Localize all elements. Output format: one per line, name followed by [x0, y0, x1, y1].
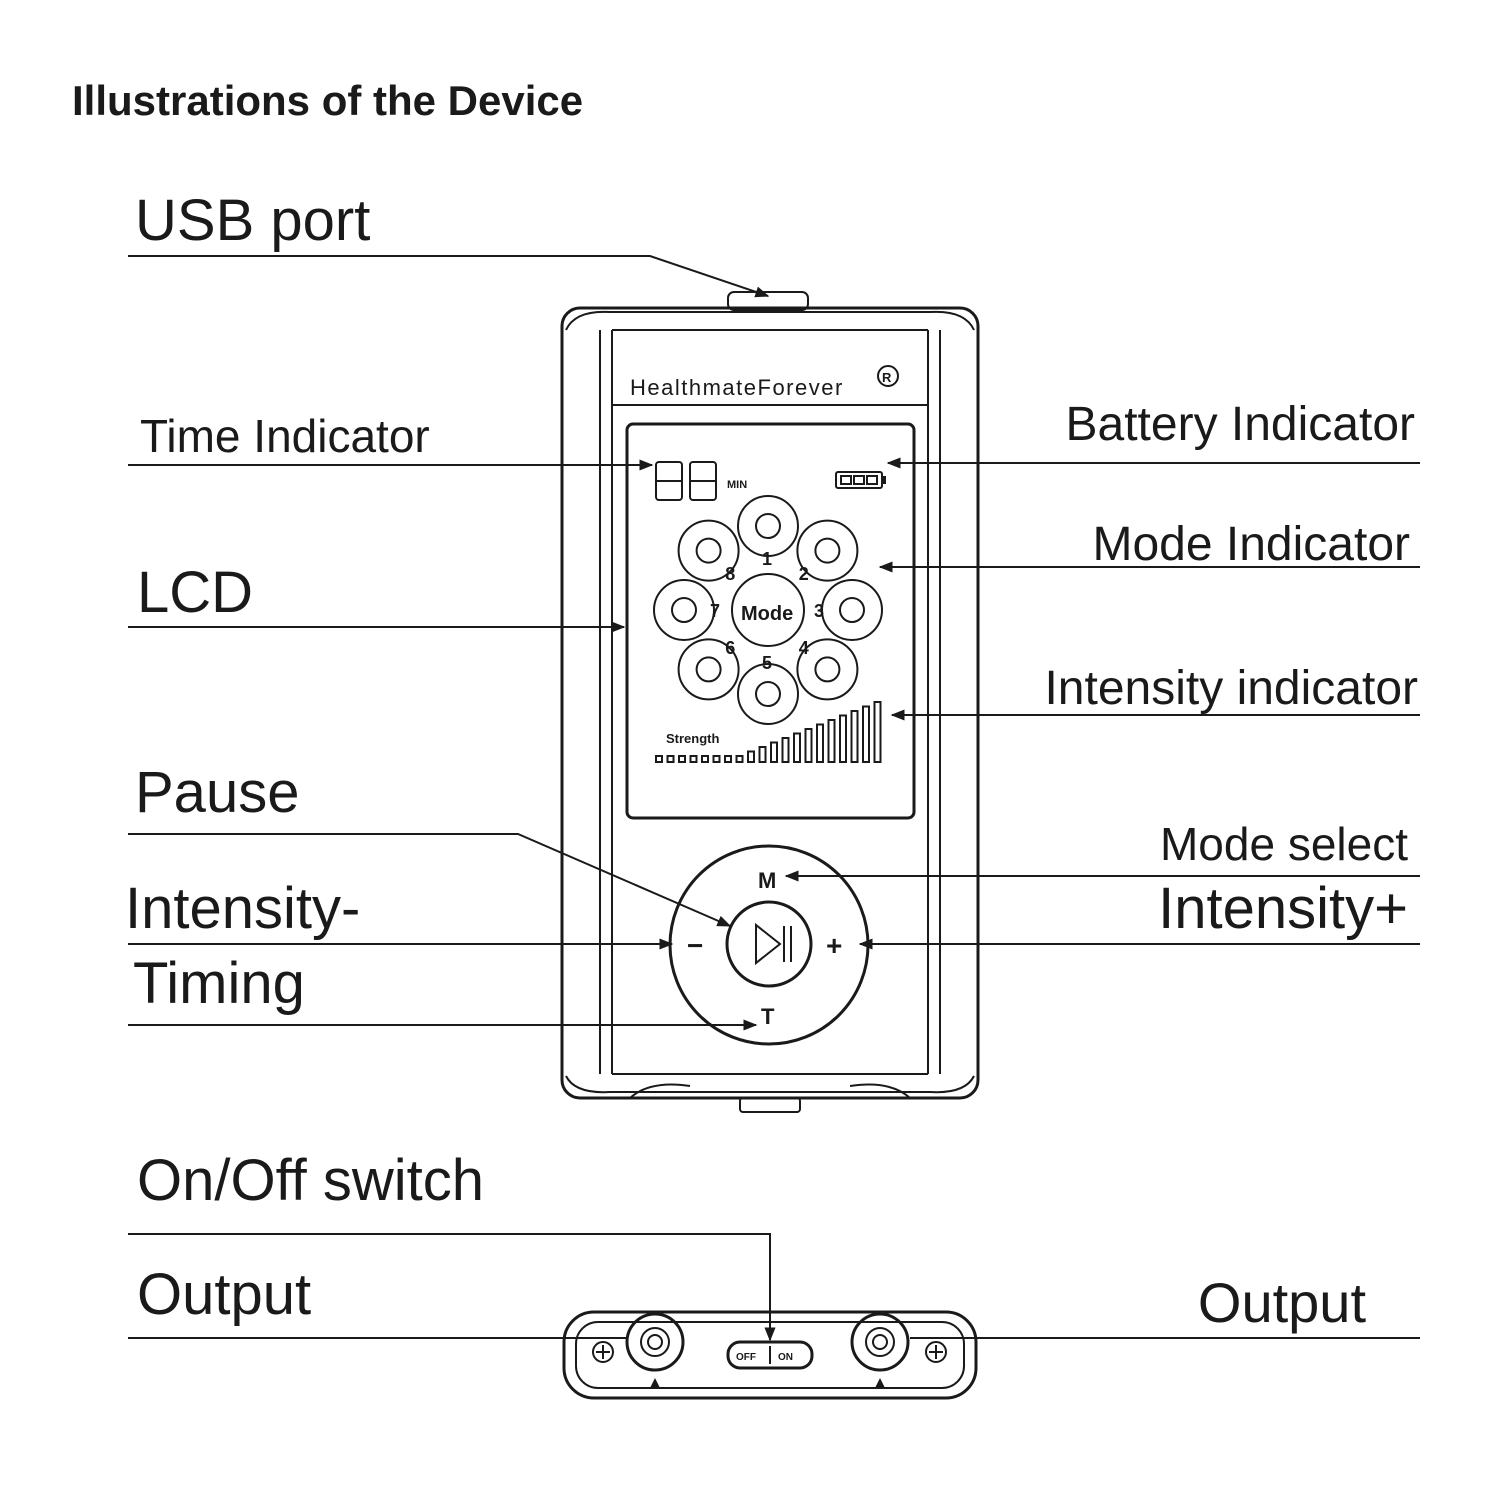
registered-mark: R	[882, 370, 892, 385]
label-timing: Timing	[133, 951, 305, 1016]
strength-bar	[758, 746, 767, 763]
time-digits-display	[655, 461, 717, 501]
timing-button[interactable]: T	[761, 1004, 775, 1029]
strength-bar	[712, 755, 721, 763]
label-usb-port: USB port	[135, 188, 370, 253]
mode-number: 8	[725, 564, 735, 584]
strength-bar	[862, 705, 870, 763]
mode-number: 6	[725, 638, 735, 658]
strength-bar	[827, 719, 836, 763]
play-pause-icon	[755, 922, 792, 966]
brand-name: HealthmateForever	[630, 375, 844, 400]
label-intensity-indicator: Intensity indicator	[1044, 662, 1418, 715]
mode-number: 2	[799, 564, 809, 584]
mode-number: 3	[814, 601, 824, 621]
strength-bar	[804, 728, 813, 763]
mode-petal	[737, 495, 799, 557]
pause-button[interactable]	[725, 900, 813, 988]
strength-label: Strength	[666, 731, 720, 746]
strength-bar	[770, 741, 778, 763]
lcd-screen	[625, 422, 916, 820]
mode-glyph-icon	[671, 597, 697, 623]
diagram-title: Illustrations of the Device	[72, 77, 583, 124]
intensity-minus-button[interactable]: −	[687, 930, 703, 961]
mode-petal	[796, 519, 859, 582]
mode-petal	[737, 663, 799, 725]
strength-bar	[724, 755, 732, 763]
strength-bar	[850, 710, 859, 763]
mode-petal	[653, 579, 715, 641]
mode-petal	[677, 638, 740, 701]
label-on-off-switch: On/Off switch	[137, 1148, 484, 1213]
label-pause: Pause	[135, 760, 299, 825]
on-off-switch-nub	[739, 1097, 801, 1113]
label-mode-indicator: Mode Indicator	[1092, 518, 1410, 571]
mode-petal	[821, 579, 883, 641]
intensity-plus-button[interactable]: +	[826, 930, 842, 961]
mode-glyph-icon	[695, 537, 722, 564]
mode-glyph-icon	[695, 656, 722, 683]
screw-icon	[925, 1341, 947, 1363]
mode-number: 1	[762, 549, 772, 569]
device-body	[560, 291, 980, 1113]
strength-bar	[747, 750, 755, 763]
strength-bar	[793, 732, 801, 763]
label-intensity-minus: Intensity-	[125, 876, 360, 941]
strength-bar	[689, 755, 698, 763]
mode-glyph-icon	[755, 513, 781, 539]
registered-mark-icon	[877, 365, 899, 387]
strength-bars	[655, 701, 882, 763]
mode-select-button[interactable]: M	[758, 868, 776, 893]
mode-center-label: Mode	[741, 603, 793, 625]
strength-bar	[839, 714, 847, 763]
time-unit: MIN	[727, 479, 747, 491]
output-jack-right	[850, 1312, 910, 1372]
screw-icon	[592, 1341, 614, 1363]
switch-off-label: OFF	[736, 1352, 756, 1363]
strength-bar	[701, 755, 709, 763]
mode-indicator-flower	[653, 495, 883, 725]
mode-number: 4	[799, 638, 809, 658]
label-intensity-plus: Intensity+	[1158, 876, 1408, 941]
mode-center-ring	[731, 573, 805, 647]
mode-petal	[677, 519, 740, 582]
on-off-switch[interactable]	[726, 1340, 814, 1370]
mode-glyph-icon	[814, 537, 841, 564]
mode-number: 5	[762, 653, 772, 673]
strength-bar	[735, 755, 744, 763]
strength-bar	[816, 723, 824, 763]
strength-bar	[666, 755, 675, 763]
output-jack-left	[625, 1312, 685, 1372]
leader-lines	[128, 255, 1420, 1342]
mode-glyph-icon	[814, 656, 841, 683]
label-battery-indicator: Battery Indicator	[1066, 398, 1416, 451]
label-output-left: Output	[137, 1262, 311, 1327]
strength-bar	[655, 755, 663, 763]
label-lcd: LCD	[137, 560, 253, 625]
mode-petal	[796, 638, 859, 701]
label-mode-select: Mode select	[1160, 818, 1408, 870]
mode-glyph-icon	[755, 681, 781, 707]
label-time-indicator: Time Indicator	[140, 410, 430, 462]
battery-icon	[835, 471, 886, 489]
mode-number: 7	[710, 601, 720, 621]
strength-bar	[873, 701, 882, 763]
mode-numbers: 1 234 5 678	[710, 549, 824, 673]
strength-bar	[781, 737, 790, 763]
switch-on-label: ON	[778, 1352, 793, 1363]
label-output-right: Output	[1198, 1271, 1367, 1334]
strength-bar	[678, 755, 686, 763]
mode-glyph-icon	[839, 597, 865, 623]
